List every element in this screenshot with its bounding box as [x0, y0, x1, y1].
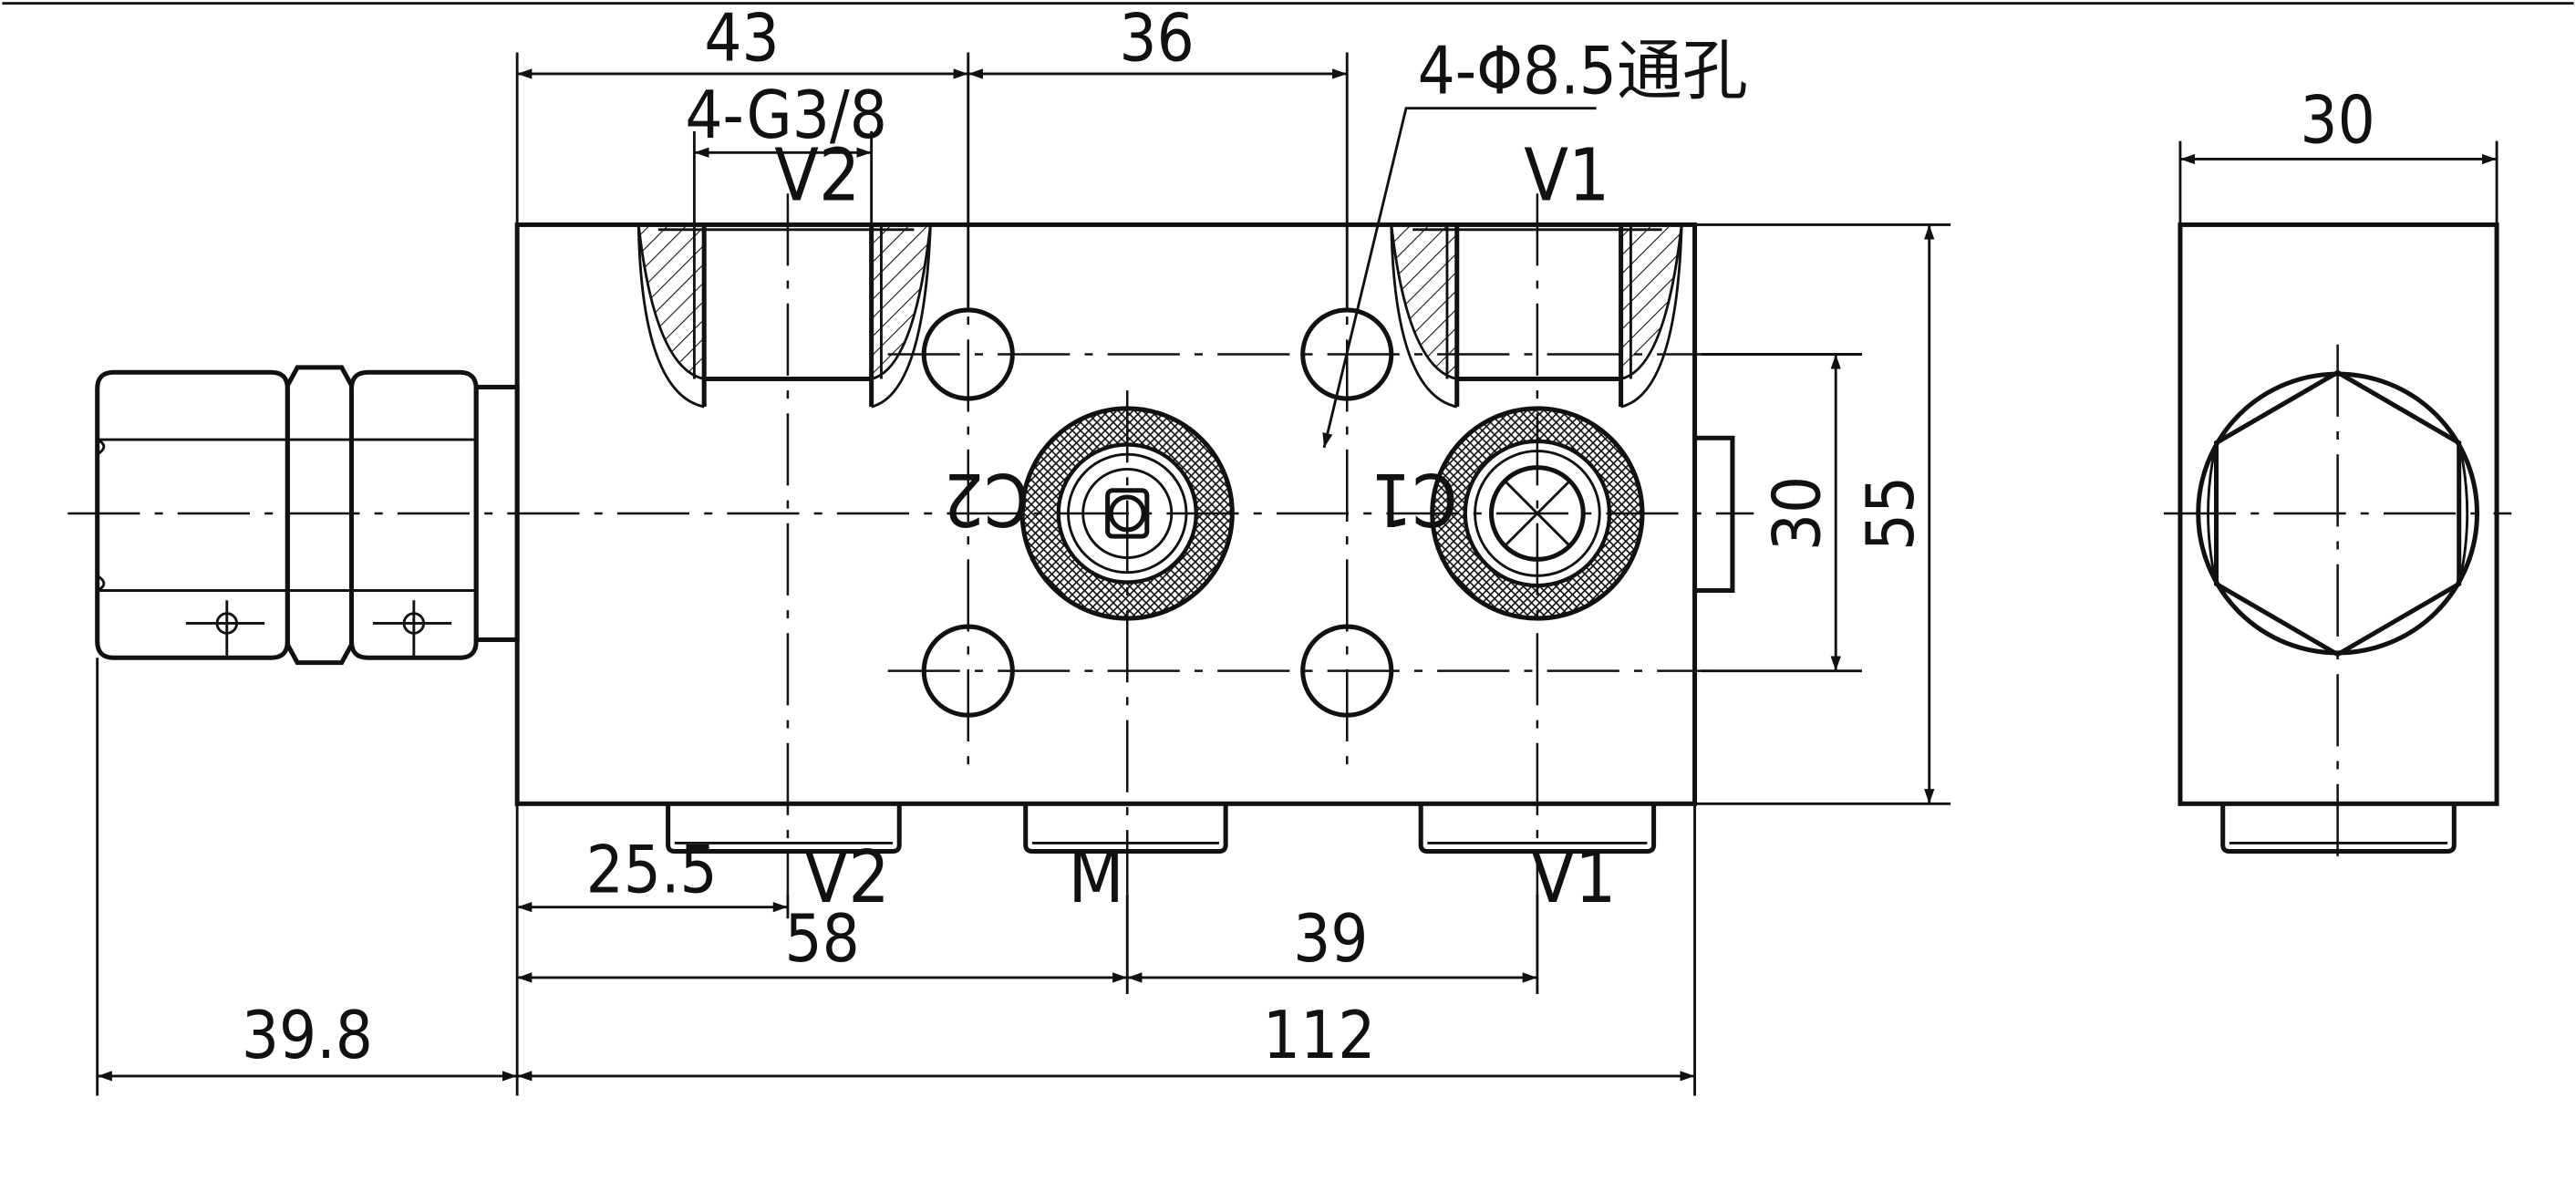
port-v1-section [1390, 223, 1683, 409]
dim-39-8: 39.8 [242, 997, 373, 1073]
dim-30-vertical: 30 [1758, 476, 1835, 551]
port-v2-section [636, 223, 933, 409]
dim-112: 112 [1263, 997, 1376, 1073]
thread-callout: 4-G3/8 [685, 77, 886, 153]
bottom-port-v2 [666, 803, 902, 854]
dim-25-5: 25.5 [586, 831, 718, 907]
hole-callout: 4-Φ8.5通孔 [1418, 33, 1748, 109]
port-label-v2-top: V2 [774, 133, 860, 217]
port-label-c2: C2 [943, 457, 1029, 541]
dimension-lines [96, 52, 2498, 1096]
port-label-v1-bottom: V1 [1530, 835, 1616, 919]
front-view [67, 193, 1754, 895]
dim-36: 36 [1119, 0, 1194, 77]
port-label-m: M [1068, 835, 1123, 919]
dim-39: 39 [1293, 900, 1368, 977]
dim-43: 43 [704, 0, 779, 77]
dim-55: 55 [1852, 476, 1929, 551]
port-label-v1-top: V1 [1524, 133, 1609, 217]
bottom-port-v1 [1418, 803, 1657, 854]
hex-fitting [95, 365, 520, 666]
port-label-c1: C1 [1371, 457, 1457, 541]
dim-58: 58 [785, 900, 860, 977]
bottom-port-m [1023, 803, 1228, 854]
side-view [2163, 222, 2512, 870]
port-label-v2-bottom: V2 [804, 835, 890, 919]
dim-30-side: 30 [2300, 81, 2374, 158]
